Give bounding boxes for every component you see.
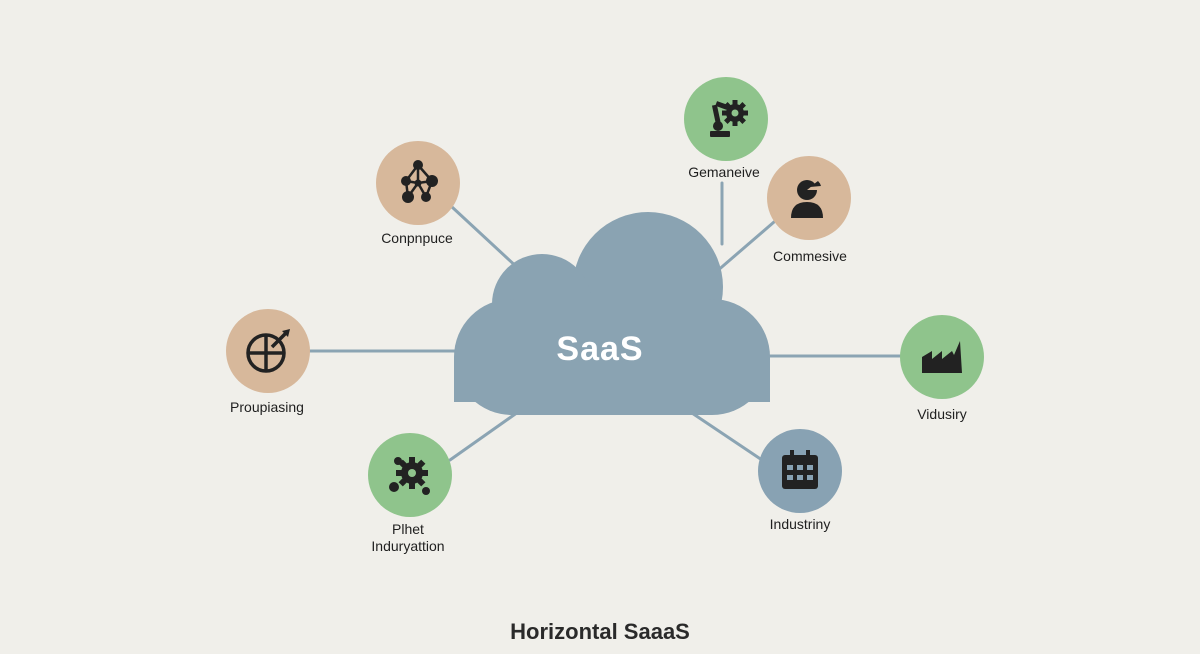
diagram-title: Horizontal SaaaS: [510, 619, 690, 644]
factory-icon: [922, 341, 962, 373]
robot-arm-gear-icon: [710, 100, 748, 137]
connector-compute: [450, 205, 522, 272]
label-processing: Proupiasing: [230, 399, 304, 415]
label-plant: Plhet Induryattion: [318, 521, 498, 555]
label-compute: Conpnpuce: [381, 230, 453, 246]
label-commercial: Commesive: [773, 248, 847, 264]
node-plant[interactable]: [368, 433, 452, 517]
target-compass-icon: [246, 329, 290, 373]
label-industry: Industriny: [769, 516, 831, 532]
node-vidusiry[interactable]: [900, 315, 984, 399]
node-commercial[interactable]: [767, 156, 851, 240]
gears-icon: [389, 457, 430, 495]
label-plant-line1: Plhet: [392, 521, 424, 537]
node-generative[interactable]: [684, 77, 768, 161]
node-processing[interactable]: [226, 309, 310, 393]
node-industry[interactable]: [758, 429, 842, 513]
person-pie-chart-icon: [791, 180, 823, 218]
label-vidusiry: Vidusiry: [917, 406, 967, 422]
connector-commercial: [714, 220, 776, 274]
cloud-label: SaaS: [556, 330, 644, 368]
calendar-building-icon: [782, 450, 818, 489]
node-compute[interactable]: [376, 141, 460, 225]
network-graph-icon: [401, 160, 438, 203]
label-plant-line2: Induryattion: [371, 538, 445, 554]
label-generative: Gemaneive: [688, 164, 760, 180]
